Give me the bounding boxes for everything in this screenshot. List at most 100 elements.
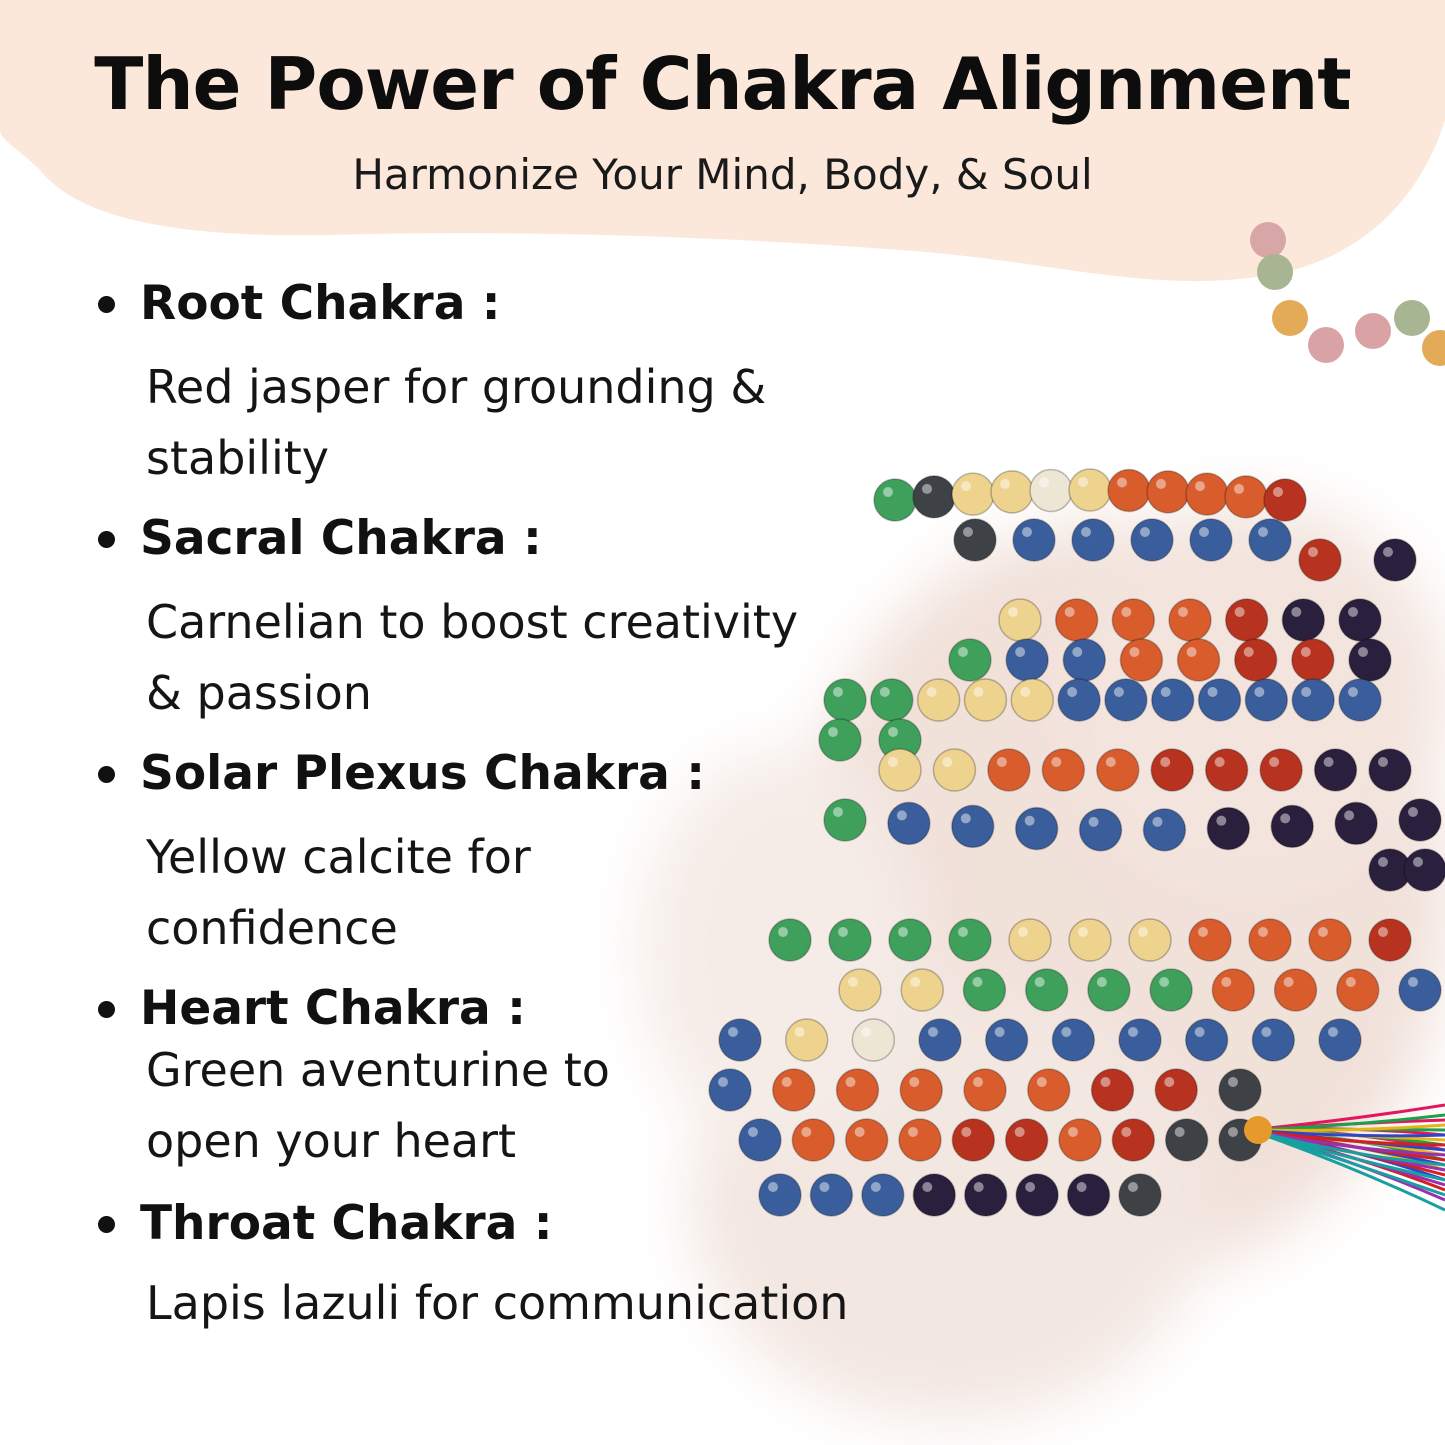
bead-highlight	[1234, 607, 1245, 617]
chakra-heading: Root Chakra :	[96, 276, 501, 331]
bead	[998, 598, 1042, 642]
bead-highlight	[942, 757, 953, 767]
bead	[1336, 968, 1380, 1012]
bead-highlight	[1025, 1182, 1036, 1192]
bead	[898, 1118, 942, 1162]
bead-highlight	[1358, 647, 1368, 657]
bead	[899, 1068, 943, 1112]
bead	[1197, 678, 1242, 722]
bead-highlight	[1117, 477, 1127, 488]
bead	[962, 968, 1007, 1012]
bead	[916, 678, 961, 722]
bead-highlight	[748, 1127, 758, 1137]
bead	[791, 1118, 836, 1162]
chakra-item-heart: Heart Chakra : Green aventurine to open …	[96, 981, 610, 1168]
bead	[1270, 804, 1314, 849]
chakra-mala-beads	[708, 468, 1445, 1217]
bead-highlight	[888, 757, 898, 767]
decorative-bead-strand	[1250, 222, 1445, 366]
bead-highlight	[1301, 687, 1312, 697]
bead-highlight	[1228, 1127, 1238, 1137]
bead	[1150, 678, 1195, 722]
bead	[861, 1173, 905, 1217]
bead	[1368, 918, 1412, 962]
bead	[1398, 968, 1442, 1012]
bead-highlight	[819, 1182, 830, 1192]
bead-highlight	[1178, 607, 1188, 617]
bead-highlight	[888, 727, 898, 737]
bead	[887, 801, 931, 846]
bead	[1348, 638, 1392, 682]
bead-highlight	[909, 1077, 920, 1087]
bead	[1176, 638, 1221, 682]
bead-highlight	[1064, 607, 1075, 617]
bead-highlight	[1160, 687, 1171, 697]
bead-highlight	[1138, 927, 1148, 937]
bead-highlight	[1308, 547, 1318, 557]
bead-highlight	[922, 483, 932, 494]
bead	[963, 1068, 1007, 1112]
bead-highlight	[1214, 757, 1225, 767]
bead-highlight	[1280, 813, 1291, 824]
bead	[932, 748, 977, 792]
bead-highlight	[996, 757, 1007, 767]
chakra-item-root: Root Chakra : Red jasper for grounding &…	[96, 276, 766, 485]
bead-highlight	[973, 1077, 983, 1087]
bead-highlight	[838, 927, 848, 937]
bead-highlight	[1121, 1127, 1132, 1137]
bead	[768, 918, 812, 962]
bead	[1104, 678, 1148, 722]
bead-highlight	[879, 687, 890, 697]
bead	[912, 1173, 957, 1217]
bead	[1057, 678, 1101, 722]
bead	[758, 1173, 802, 1217]
bead	[738, 1118, 782, 1162]
bead	[1188, 918, 1232, 962]
chakra-item-sacral: Sacral Chakra : Carnelian to boost creat…	[96, 511, 798, 720]
bead-highlight	[1269, 757, 1280, 767]
bead	[951, 1118, 996, 1162]
bead	[1008, 918, 1052, 962]
bead	[1150, 748, 1194, 792]
bead	[784, 1018, 829, 1062]
bead-highlight	[1051, 757, 1062, 767]
bead-highlight	[854, 1127, 865, 1137]
bead-highlight	[1008, 607, 1018, 617]
chakra-heading: Throat Chakra :	[96, 1196, 553, 1251]
bead-highlight	[898, 927, 908, 937]
bead-highlight	[1318, 927, 1328, 937]
bead	[918, 1018, 962, 1062]
bead	[1318, 1018, 1362, 1062]
bead-highlight	[833, 807, 843, 817]
bead	[1107, 468, 1151, 513]
bead-highlight	[1323, 757, 1334, 767]
bead-highlight	[1186, 647, 1197, 657]
bead-highlight	[922, 1182, 933, 1192]
bead	[1373, 538, 1417, 582]
bead	[1313, 748, 1358, 792]
bead	[1096, 748, 1140, 792]
bead-highlight	[1243, 647, 1254, 657]
bead	[718, 1018, 762, 1062]
bead	[951, 472, 995, 516]
bead	[1273, 968, 1318, 1012]
bead-highlight	[870, 1182, 881, 1192]
bead-highlight	[958, 647, 968, 657]
bead-highlight	[1156, 478, 1166, 489]
bead-highlight	[1194, 1027, 1205, 1037]
bead-highlight	[1088, 816, 1099, 827]
bead	[1014, 806, 1059, 851]
bead	[873, 478, 917, 522]
bead	[1308, 918, 1352, 962]
bead-highlight	[1129, 647, 1140, 657]
bead-highlight	[1022, 527, 1032, 537]
bead-highlight	[1015, 647, 1026, 657]
bead	[888, 918, 932, 962]
desc-line: Yellow calcite for	[146, 830, 531, 884]
bead-highlight	[1128, 1182, 1138, 1192]
bead-highlight	[994, 1027, 1005, 1037]
bead	[1068, 918, 1112, 962]
bead-highlight	[1068, 1127, 1078, 1137]
bead	[1291, 678, 1335, 722]
bead	[1189, 518, 1233, 562]
